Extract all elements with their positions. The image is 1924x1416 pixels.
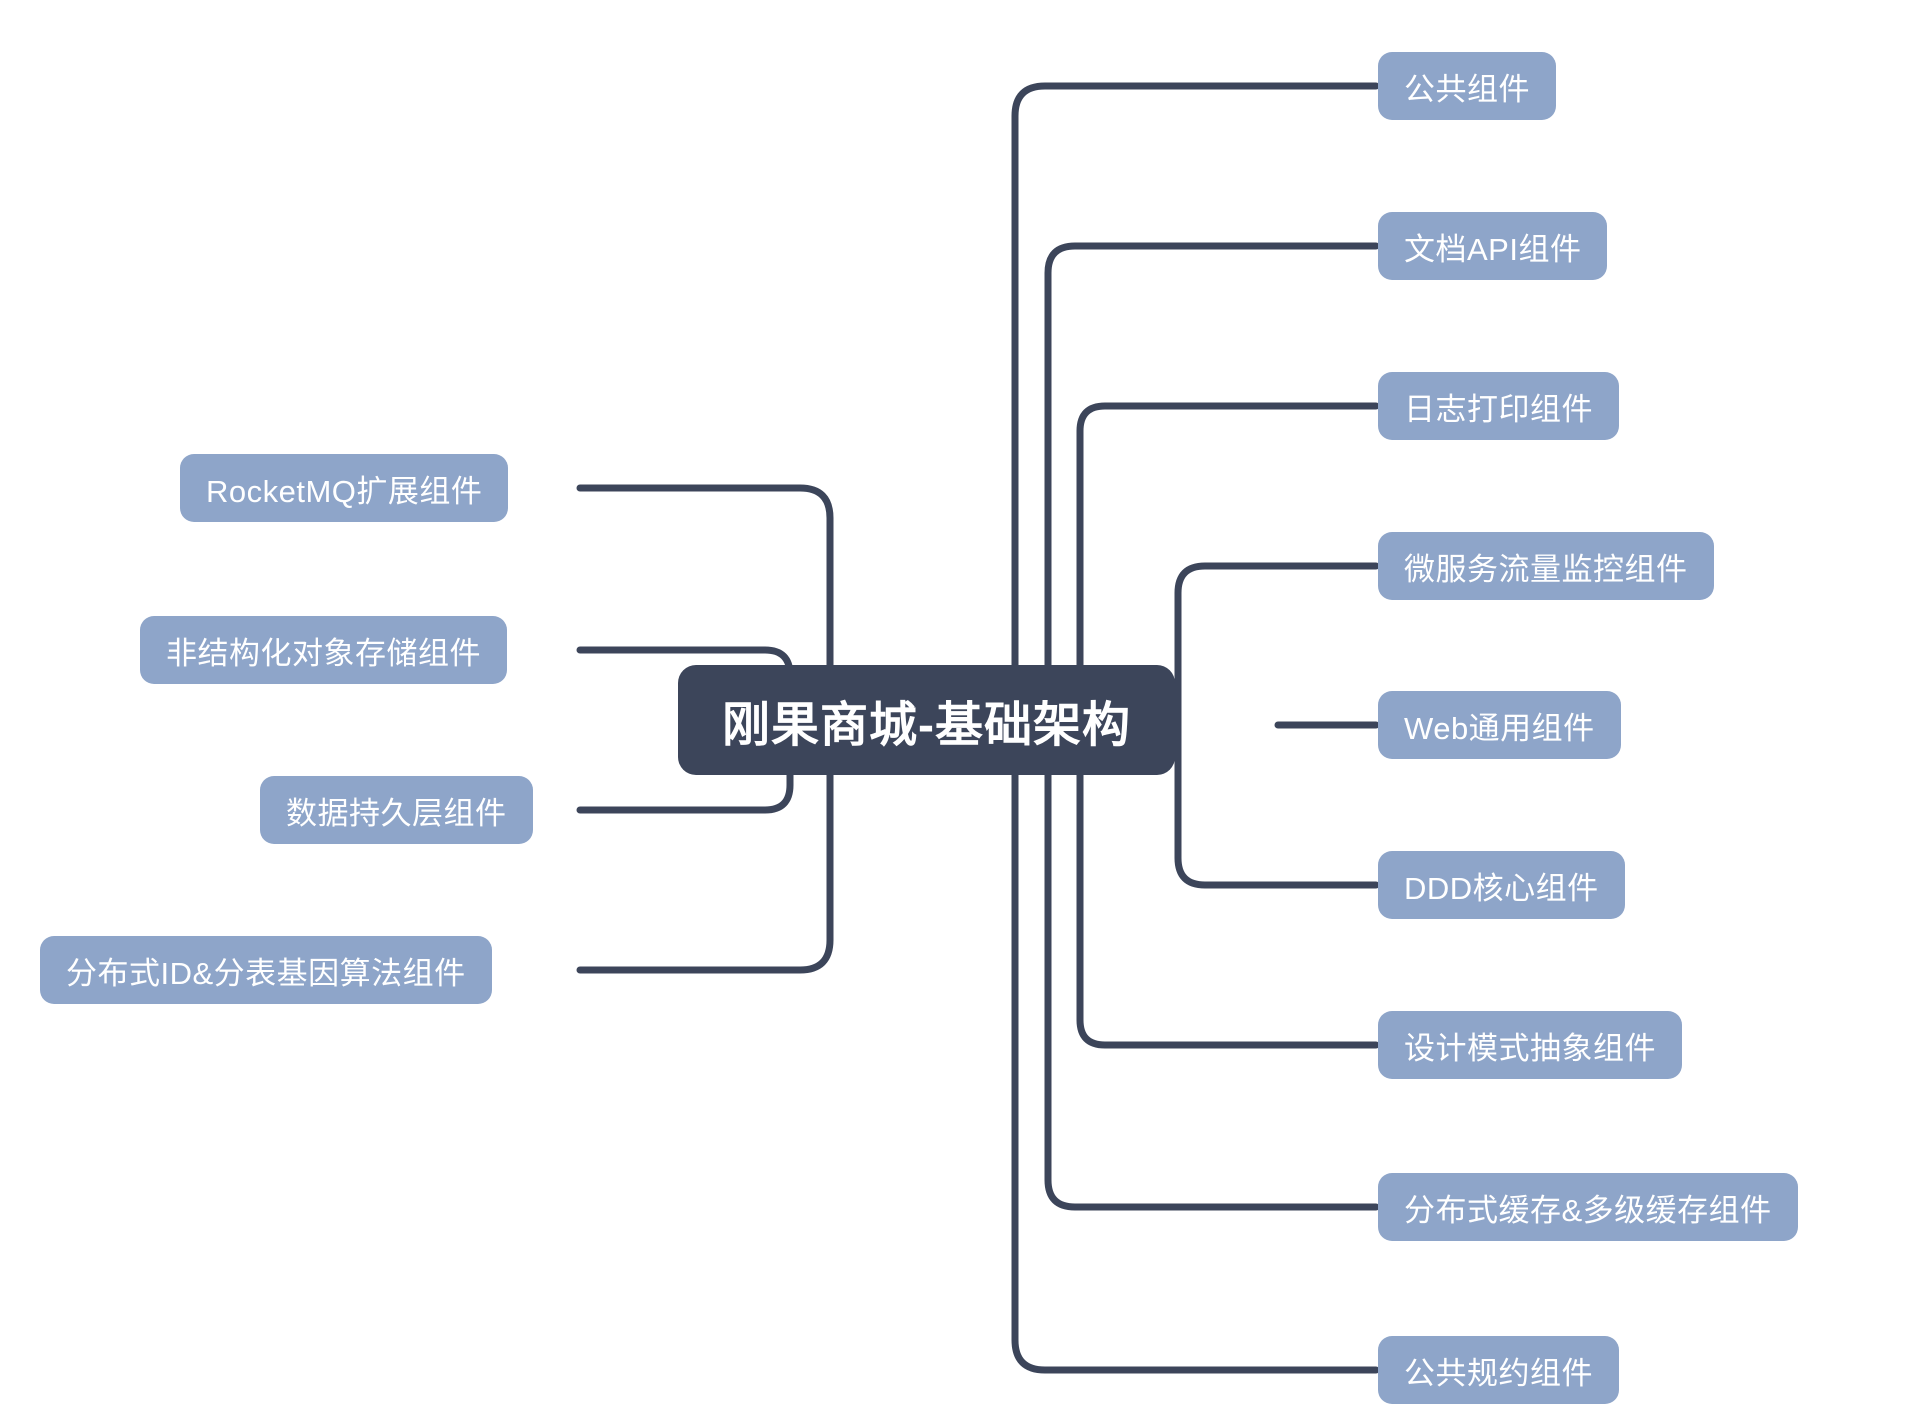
right-node-web-common[interactable]: Web通用组件	[1378, 691, 1621, 759]
right-node-common-spec-label: 公共规约组件	[1404, 1355, 1593, 1391]
left-node-object-storage[interactable]: 非结构化对象存储组件	[140, 616, 507, 684]
right-node-traffic-monitor-label: 微服务流量监控组件	[1404, 551, 1688, 587]
right-node-design-pattern-label: 设计模式抽象组件	[1404, 1030, 1656, 1066]
right-node-ddd-core[interactable]: DDD核心组件	[1378, 851, 1625, 919]
edge-right-level4	[1174, 562, 1380, 889]
right-node-doc-api-label: 文档API组件	[1404, 231, 1582, 267]
right-node-logging-label: 日志打印组件	[1404, 391, 1593, 427]
right-node-web-common-label: Web通用组件	[1404, 710, 1595, 746]
right-node-logging[interactable]: 日志打印组件	[1378, 372, 1619, 440]
right-node-common-component-label: 公共组件	[1404, 71, 1530, 107]
right-node-design-pattern[interactable]: 设计模式抽象组件	[1378, 1011, 1682, 1079]
left-node-distributed-id[interactable]: 分布式ID&分表基因算法组件	[40, 936, 492, 1004]
left-node-object-storage-label: 非结构化对象存储组件	[166, 635, 481, 671]
right-node-common-spec[interactable]: 公共规约组件	[1378, 1336, 1619, 1404]
right-node-common-component[interactable]: 公共组件	[1378, 52, 1556, 120]
left-node-rocketmq-label: RocketMQ扩展组件	[206, 473, 483, 509]
right-node-distributed-cache[interactable]: 分布式缓存&多级缓存组件	[1378, 1173, 1798, 1241]
right-node-distributed-cache-label: 分布式缓存&多级缓存组件	[1404, 1192, 1772, 1228]
root-node-label: 刚果商城-基础架构	[722, 699, 1131, 752]
right-node-traffic-monitor[interactable]: 微服务流量监控组件	[1378, 532, 1714, 600]
right-node-ddd-core-label: DDD核心组件	[1404, 870, 1599, 906]
left-node-distributed-id-label: 分布式ID&分表基因算法组件	[66, 955, 466, 991]
root-node[interactable]: 刚果商城-基础架构	[678, 665, 1175, 775]
left-node-persistence[interactable]: 数据持久层组件	[260, 776, 533, 844]
left-node-rocketmq[interactable]: RocketMQ扩展组件	[180, 454, 509, 522]
right-node-doc-api[interactable]: 文档API组件	[1378, 212, 1608, 280]
left-node-persistence-label: 数据持久层组件	[286, 795, 507, 831]
